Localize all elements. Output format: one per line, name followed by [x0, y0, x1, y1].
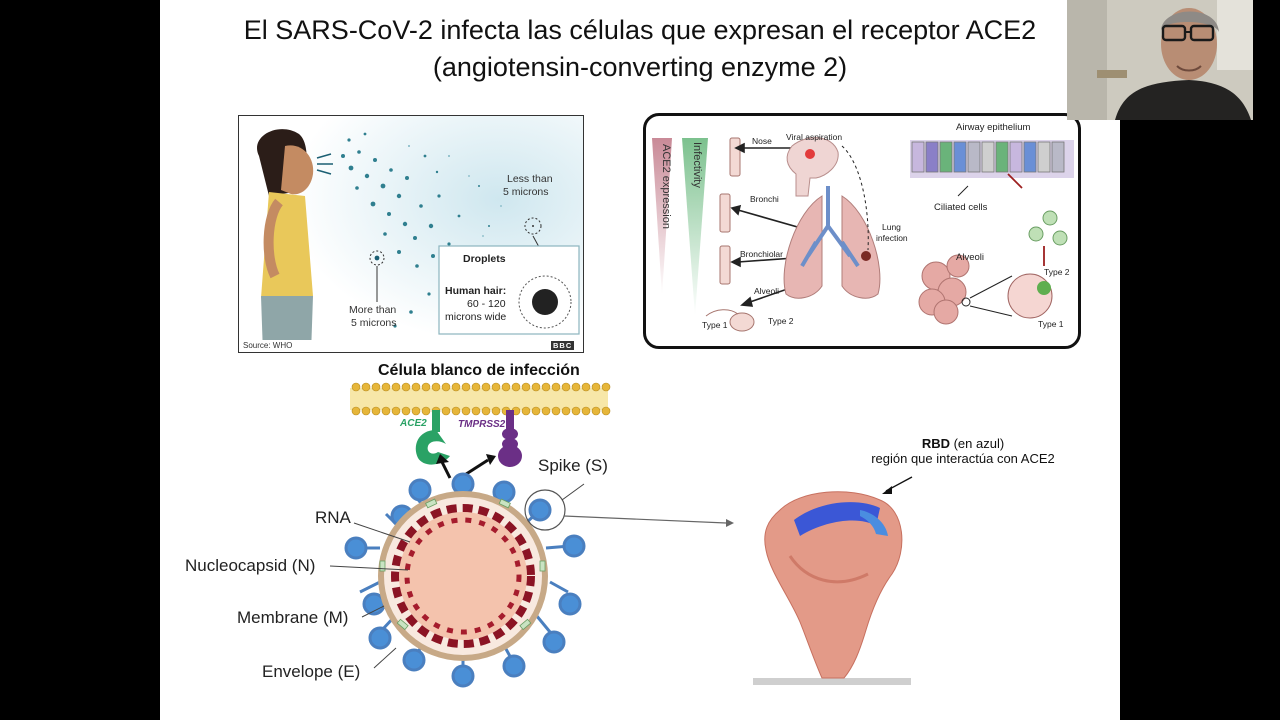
- presenter-video: [1067, 0, 1253, 120]
- type2-right-label: Type 2: [1044, 267, 1070, 277]
- airway-infection-figure: ACE2 expression Infectivity Nose Viral a…: [643, 113, 1081, 349]
- label-more-than: More than: [349, 304, 397, 316]
- ace2-label: ACE2: [400, 418, 427, 429]
- bbc-logo: BBC: [551, 341, 575, 350]
- slide-title-line-2: (angiotensin-converting enzyme 2): [432, 52, 848, 82]
- tmprss2-label: TMPRSS2: [458, 419, 506, 430]
- envelope-label: Envelope (E): [262, 662, 361, 681]
- rbd-label-rest: (en azul): [949, 436, 1005, 451]
- rbd-label-line-2: región que interactúa con ACE2: [871, 451, 1055, 466]
- human-hair-width: microns wide: [445, 311, 507, 323]
- rbd-label-bold: RBD: [921, 436, 950, 451]
- infectivity-label: Infectivity: [691, 142, 703, 188]
- membrane-label: Membrane (M): [237, 608, 349, 627]
- airway-illustration: [652, 137, 1074, 332]
- droplets-box-title: Droplets: [463, 253, 506, 265]
- ciliated-cells-label: Ciliated cells: [934, 202, 988, 213]
- human-hair-range: 60 - 120: [467, 298, 506, 310]
- alveoli-right-label: Alveoli: [956, 252, 984, 263]
- cell-title: Célula blanco de infección: [378, 362, 580, 379]
- slide-title-line-1: El SARS-CoV-2 infecta las células que ex…: [243, 15, 1037, 45]
- lung-infection-label-1: Lung: [882, 222, 901, 232]
- droplets-illustration: [239, 116, 583, 352]
- tmprss2-protease: [498, 410, 522, 467]
- presentation-slide: El SARS-CoV-2 infecta las células que ex…: [160, 0, 1120, 720]
- nose-label: Nose: [752, 136, 772, 146]
- alveoli-left-label: Alveoli: [754, 286, 780, 296]
- ace2-expression-label: ACE2 expression: [660, 144, 672, 229]
- sars-cov-2-virion: [344, 472, 586, 688]
- type2-left-label: Type 2: [768, 316, 794, 326]
- spike-protein-structure: [753, 491, 911, 685]
- viral-aspiration-label: Viral aspiration: [786, 132, 843, 142]
- slide-title: El SARS-CoV-2 infecta las células que ex…: [160, 12, 1120, 86]
- nucleocapsid-label: Nucleocapsid (N): [185, 556, 316, 575]
- label-less-than: Less than: [507, 173, 553, 185]
- human-hair-label: Human hair:: [445, 285, 507, 297]
- bronchi-label: Bronchi: [750, 194, 779, 204]
- rna-label: RNA: [315, 508, 351, 527]
- label-5-microns-large: 5 microns: [351, 317, 397, 329]
- bronchiolar-label: Bronchiolar: [740, 249, 783, 259]
- type1-left-label: Type 1: [702, 320, 728, 330]
- virus-diagram: [329, 382, 913, 688]
- type1-right-label: Type 1: [1038, 319, 1064, 329]
- webcam-feed: [1067, 0, 1253, 120]
- cell-membrane: [350, 382, 611, 416]
- spike-label: Spike (S): [538, 456, 608, 475]
- droplets-figure: Less than 5 microns More than 5 microns …: [238, 115, 584, 353]
- lung-infection-label-2: infection: [876, 233, 908, 243]
- source-caption: Source: WHO: [243, 341, 293, 350]
- airway-epithelium-label: Airway epithelium: [956, 122, 1031, 133]
- rbd-label: RBD (en azul) región que interactúa con …: [862, 436, 1064, 466]
- label-5-microns-small: 5 microns: [503, 186, 549, 198]
